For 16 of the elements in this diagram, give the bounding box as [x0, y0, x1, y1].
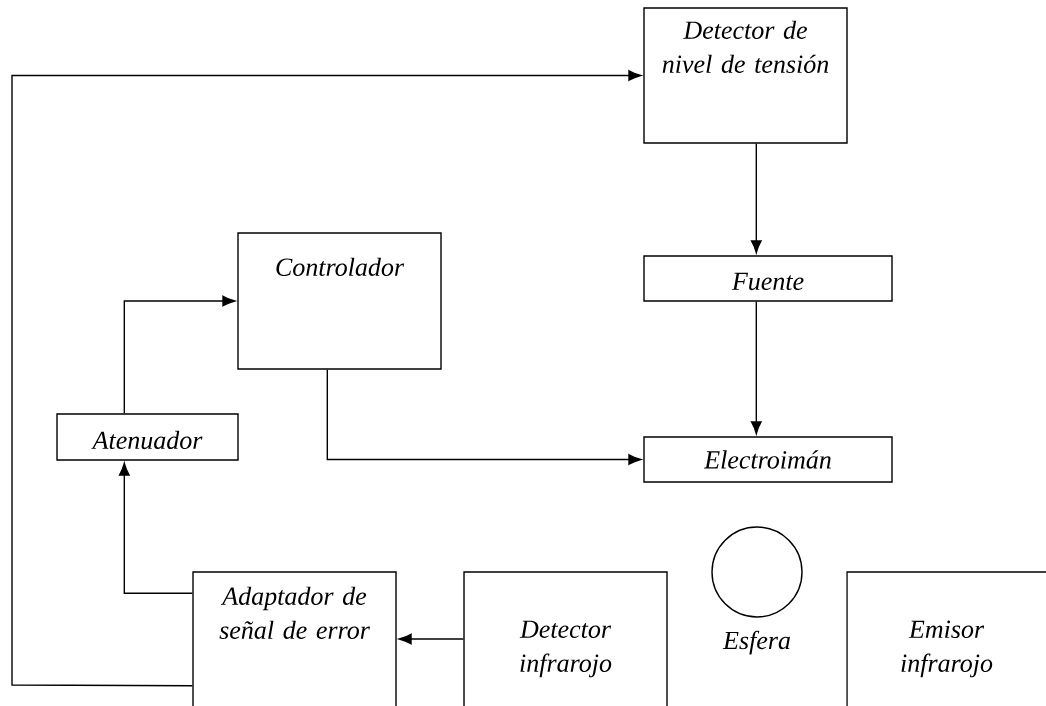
arrow	[118, 462, 193, 594]
block-box: Atenuador	[56, 413, 239, 461]
block-box: Detector de nivel de tensión	[643, 7, 848, 144]
block-box: Adaptador de señal de error	[192, 571, 397, 706]
arrow	[123, 295, 236, 414]
block-box: Controlador	[237, 232, 442, 370]
arrow	[11, 70, 642, 687]
arrow	[750, 301, 762, 435]
block-box: Detector infrarojo	[463, 571, 668, 706]
arrow	[326, 369, 642, 465]
block-box: Emisor infrarojo	[846, 571, 1046, 706]
block-box: Fuente	[643, 255, 893, 302]
node-label: Esfera	[722, 630, 790, 655]
arrow	[398, 633, 464, 645]
block-box: Electroimán	[643, 436, 893, 483]
arrow	[750, 143, 762, 254]
